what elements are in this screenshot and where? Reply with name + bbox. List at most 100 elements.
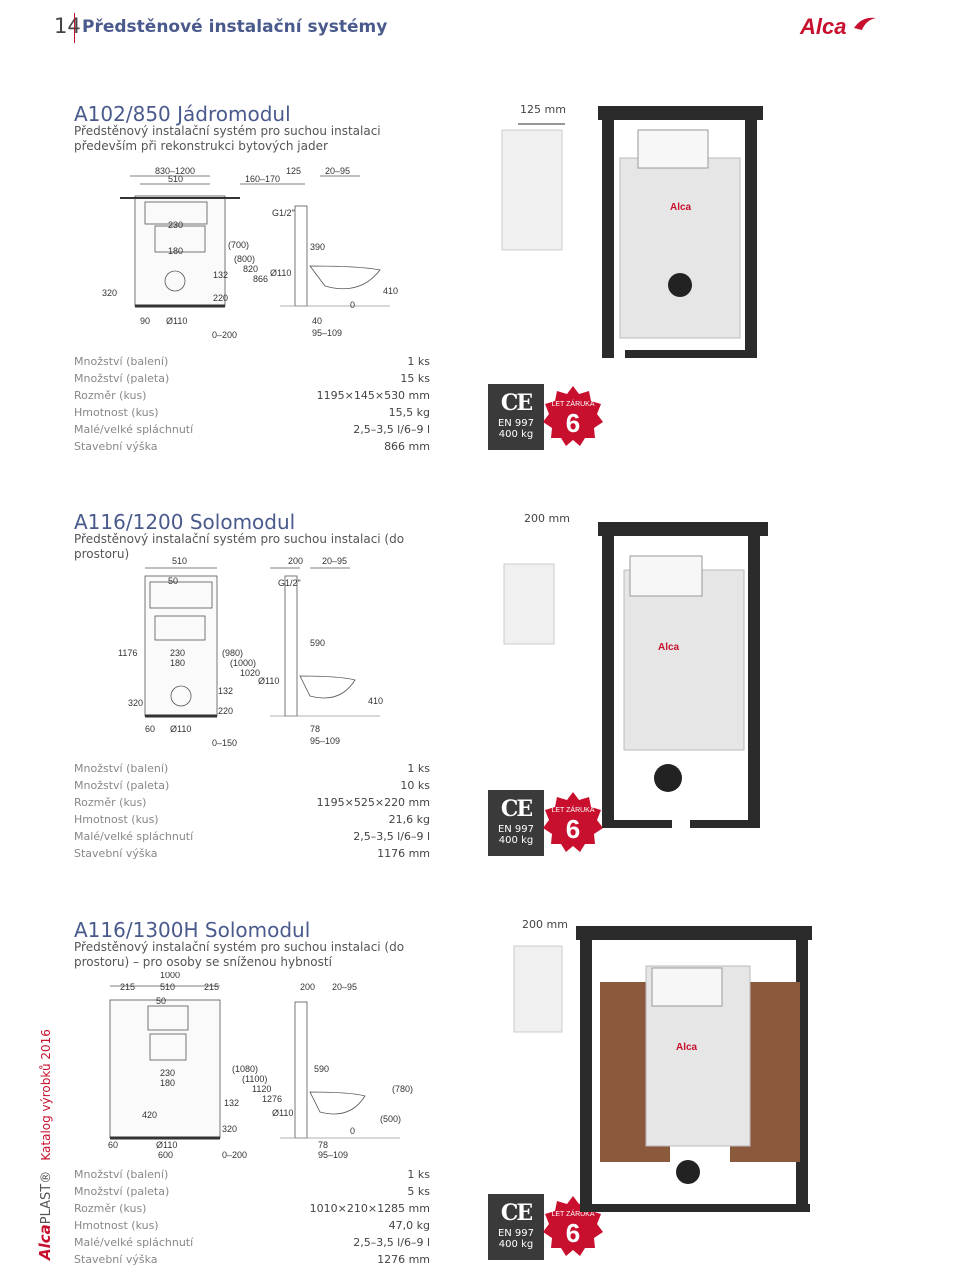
ce-load: 400 kg (498, 835, 534, 846)
svg-text:Alca: Alca (658, 642, 680, 653)
spec-value: 2,5–3,5 l/6–9 l (353, 830, 430, 843)
dim-label: 510 (168, 174, 183, 184)
spec-row: Hmotnost (kus)21,6 kg (74, 811, 430, 828)
spec-value: 5 ks (407, 1185, 430, 1198)
product-subtitle: Předstěnový instalační systém pro suchou… (74, 940, 405, 969)
dim-label: 390 (310, 242, 325, 252)
dim-label: G1/2" (278, 578, 301, 588)
dim-label: 590 (310, 638, 325, 648)
warranty-text: LET ZÁRUKA (551, 805, 594, 814)
dim-label: G1/2" (272, 208, 295, 218)
spec-row: Množství (balení)1 ks (74, 1166, 430, 1183)
dim-label: 1020 (240, 668, 260, 678)
dim-label: 510 (172, 556, 187, 566)
dim-label: 50 (168, 576, 178, 586)
dim-label: 1176 (118, 648, 137, 658)
dim-label: 410 (383, 286, 398, 296)
dim-label: 40 (312, 316, 322, 326)
ce-badge: CE EN 997 400 kg (488, 1194, 544, 1260)
dim-label: 78 (310, 724, 320, 734)
dim-label: (1080) (232, 1064, 258, 1074)
dim-label: Ø110 (166, 316, 187, 326)
dim-label: Ø110 (170, 724, 191, 734)
dim-label: 320 (128, 698, 143, 708)
logo-text: Alca (800, 14, 847, 39)
dim-label: 215 (120, 982, 135, 992)
page-title: Předstěnové instalační systémy (82, 17, 388, 37)
dim-label: Ø110 (272, 1108, 293, 1118)
dim-label: 320 (222, 1124, 237, 1134)
photo-dimension: 125 mm (520, 103, 566, 116)
spec-value: 21,6 kg (388, 813, 430, 826)
warranty-text: LET ZÁRUKA (551, 1209, 594, 1218)
sidebar-reg: ® (39, 1170, 54, 1184)
spec-row: Množství (paleta)10 ks (74, 777, 430, 794)
ce-badge: CE EN 997 400 kg (488, 790, 544, 856)
dim-label: Ø110 (270, 268, 291, 278)
dim-label: 320 (102, 288, 117, 298)
spec-label: Hmotnost (kus) (74, 1219, 159, 1232)
spec-value: 15,5 kg (388, 406, 430, 419)
dim-label: 90 (140, 316, 150, 326)
spec-row: Množství (balení)1 ks (74, 760, 430, 777)
svg-text:Alca: Alca (676, 1042, 698, 1053)
dim-label: 1000 (160, 972, 180, 980)
dim-label: (780) (392, 1084, 413, 1094)
spec-row: Hmotnost (kus)15,5 kg (74, 404, 430, 421)
spec-label: Množství (paleta) (74, 372, 170, 385)
spec-label: Stavební výška (74, 440, 158, 453)
spec-row: Rozměr (kus) 1195×145×530 mm (74, 387, 430, 404)
sidebar-brand-plast: PLAST (39, 1183, 54, 1225)
ce-mark: CE (500, 1200, 533, 1226)
spec-label: Množství (balení) (74, 762, 169, 775)
dim-label: (1000) (230, 658, 256, 668)
dim-label: 0 (350, 300, 355, 310)
page-header: 14 Předstěnové instalační systémy Alca (0, 0, 960, 50)
product-subtitle: Předstěnový instalační systém pro suchou… (74, 532, 405, 561)
dim-label: 410 (368, 696, 383, 706)
product-title: A102/850 Jádromodul (74, 102, 291, 126)
dim-label: 95–109 (312, 328, 342, 338)
svg-text:Alca: Alca (670, 202, 692, 213)
ce-load: 400 kg (498, 429, 534, 440)
warranty-years: 6 (566, 814, 580, 844)
dim-label: 420 (142, 1110, 157, 1120)
spec-row: Množství (balení)1 ks (74, 353, 430, 370)
ce-badge: CE EN 997 400 kg (488, 384, 544, 450)
ce-mark: CE (500, 796, 533, 822)
technical-drawing: 1000 215 510 215 200 20–95 50 230 180 42… (108, 972, 413, 1160)
spec-label: Malé/velké splách­nutí (74, 423, 194, 436)
dim-label: 132 (224, 1098, 239, 1108)
warranty-years: 6 (566, 1218, 580, 1248)
spec-value: 1195×145×530 mm (316, 389, 430, 402)
dim-label: 230 (170, 648, 185, 658)
spec-value: 1 ks (407, 355, 430, 368)
dim-label: 220 (218, 706, 233, 716)
dim-label: 600 (158, 1150, 173, 1160)
dim-label: 50 (156, 996, 166, 1006)
spec-label: Stavební výška (74, 1253, 158, 1266)
spec-label: Rozměr (kus) (74, 1202, 147, 1215)
dim-label: 20–95 (322, 556, 347, 566)
dim-label: 1120 (252, 1084, 271, 1094)
sidebar-catalog: AlcaPLAST® Katalog výrobků 2016 (30, 1029, 64, 1260)
dim-label: 0–200 (222, 1150, 247, 1160)
spec-label: Stavební výška (74, 847, 158, 860)
dim-label: 132 (218, 686, 233, 696)
spec-value: 47,0 kg (388, 1219, 430, 1232)
spec-value: 1195×525×220 mm (316, 796, 430, 809)
dim-label: 590 (314, 1064, 329, 1074)
spec-row: Stavební výška 866 mm (74, 438, 430, 455)
warranty-years: 6 (566, 408, 580, 438)
dim-label: 20–95 (332, 982, 357, 992)
dim-label: 200 (288, 556, 303, 566)
spec-label: Rozměr (kus) (74, 389, 147, 402)
sidebar-brand-alca: Alca (36, 1224, 54, 1260)
dim-label: 95–109 (318, 1150, 348, 1160)
dim-label: (800) (234, 254, 255, 264)
spec-value: 866 mm (384, 440, 430, 453)
